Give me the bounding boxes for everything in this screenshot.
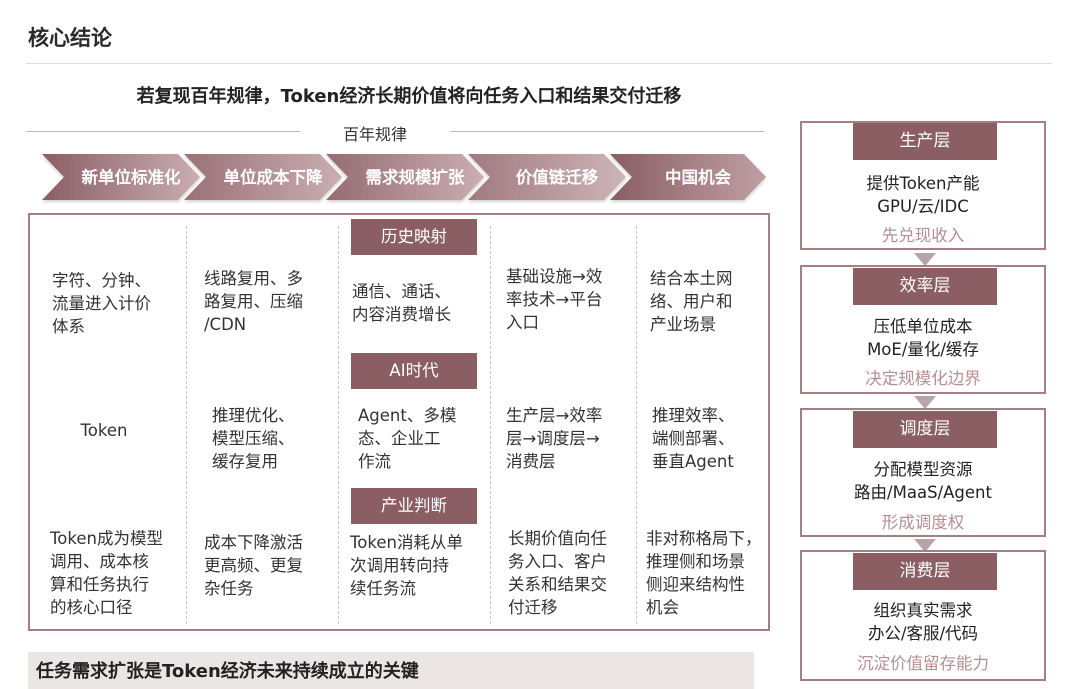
law-line-left (26, 131, 326, 132)
conclusion-text: 任务需求扩张是Token经济未来持续成立的关键 (36, 661, 419, 682)
layer-consumption-line2: 办公/客服/代码 (867, 624, 979, 643)
column-divider (636, 226, 637, 624)
layer-efficiency-note: 决定规模化边界 (865, 369, 981, 388)
stage-chevrons: 新单位标准化 单位成本下降 需求规模扩张 价值链迁移 中国机会 (42, 154, 766, 200)
stage-label-1: 新单位标准化 (82, 167, 182, 187)
cell-ai-1: Token (80, 421, 128, 440)
cell-history-5: 结合本土网 络、用户和 产业场景 (650, 269, 733, 334)
cell-judgment-1: Token成为模型 调用、成本核 算和任务执行 的核心口径 (50, 529, 163, 617)
layer-production-note: 先兑现收入 (881, 226, 965, 245)
column-divider (186, 226, 187, 624)
tag-industry-judgment: 产业判断 (351, 488, 477, 524)
law-label: 百年规律 (300, 121, 450, 145)
layer-efficiency-line1: 压低单位成本 (873, 317, 973, 336)
stage-chevron-1 (42, 154, 200, 200)
stage-chevron-4 (468, 154, 626, 200)
layer-tag-consumption: 消费层 (853, 553, 997, 590)
mapping-table (28, 213, 770, 631)
cell-ai-4: 生产层→效率 层→调度层→ 消费层 (506, 406, 603, 471)
stage-chevron-2 (184, 154, 342, 200)
layer-production-line2: GPU/云/IDC (877, 197, 969, 216)
cell-judgment-4: 长期价值向任 务入口、客户 关系和结果交 付迁移 (508, 529, 607, 617)
page-title: 核心结论 (28, 26, 112, 50)
layer-production-line1: 提供Token产能 (866, 174, 980, 193)
conclusion-bar (28, 652, 754, 689)
down-arrow-icon (914, 253, 936, 266)
law-line-right (438, 131, 764, 132)
cell-judgment-5: 非对称格局下， 推理侧和场景 侧迎来结构性 机会 (646, 529, 762, 617)
cell-ai-2: 推理优化、 模型压缩、 缓存复用 (212, 406, 295, 471)
layer-efficiency-line2: MoE/量化/缓存 (867, 340, 979, 359)
tag-ai-era: AI时代 (351, 353, 477, 389)
cell-ai-3: Agent、多模 态、企业工 作流 (358, 406, 457, 471)
layer-consumption-note: 沉淀价值留存能力 (857, 654, 989, 673)
title-divider (26, 63, 1052, 64)
cell-history-2: 线路复用、多 路复用、压缩 /CDN (204, 269, 303, 334)
stage-chevron-5 (610, 154, 766, 200)
down-arrow-icon (914, 539, 936, 552)
layer-scheduling-note: 形成调度权 (881, 513, 965, 532)
cell-history-4: 基础设施→效 率技术→平台 入口 (506, 267, 603, 332)
cell-history-3: 通信、通话、 内容消费增长 (352, 282, 451, 324)
layer-scheduling-line1: 分配模型资源 (873, 460, 973, 479)
layer-scheduling-line2: 路由/MaaS/Agent (854, 483, 992, 502)
tag-history: 历史映射 (351, 219, 477, 255)
layer-consumption-line1: 组织真实需求 (873, 601, 973, 620)
stage-chevron-3 (326, 154, 484, 200)
column-divider (338, 226, 339, 624)
column-divider (490, 226, 491, 624)
layer-tag-production: 生产层 (853, 123, 997, 160)
stage-label-2: 单位成本下降 (224, 167, 324, 187)
cell-judgment-2: 成本下降激活 更高频、更复 杂任务 (204, 533, 303, 598)
layer-tag-efficiency: 效率层 (853, 268, 997, 305)
down-arrow-icon (914, 396, 936, 409)
stage-label-3: 需求规模扩张 (366, 167, 466, 187)
cell-judgment-3: Token消耗从单 次调用转向持 续任务流 (350, 533, 463, 598)
headline: 若复现百年规律，Token经济长期价值将向任务入口和结果交付迁移 (136, 86, 682, 107)
stage-label-4: 价值链迁移 (516, 167, 599, 187)
cell-history-1: 字符、分钟、 流量进入计价 体系 (52, 271, 151, 336)
cell-ai-5: 推理效率、 端侧部署、 垂直Agent (652, 406, 735, 471)
layer-tag-scheduling: 调度层 (853, 411, 997, 448)
stage-label-5: 中国机会 (665, 167, 732, 187)
